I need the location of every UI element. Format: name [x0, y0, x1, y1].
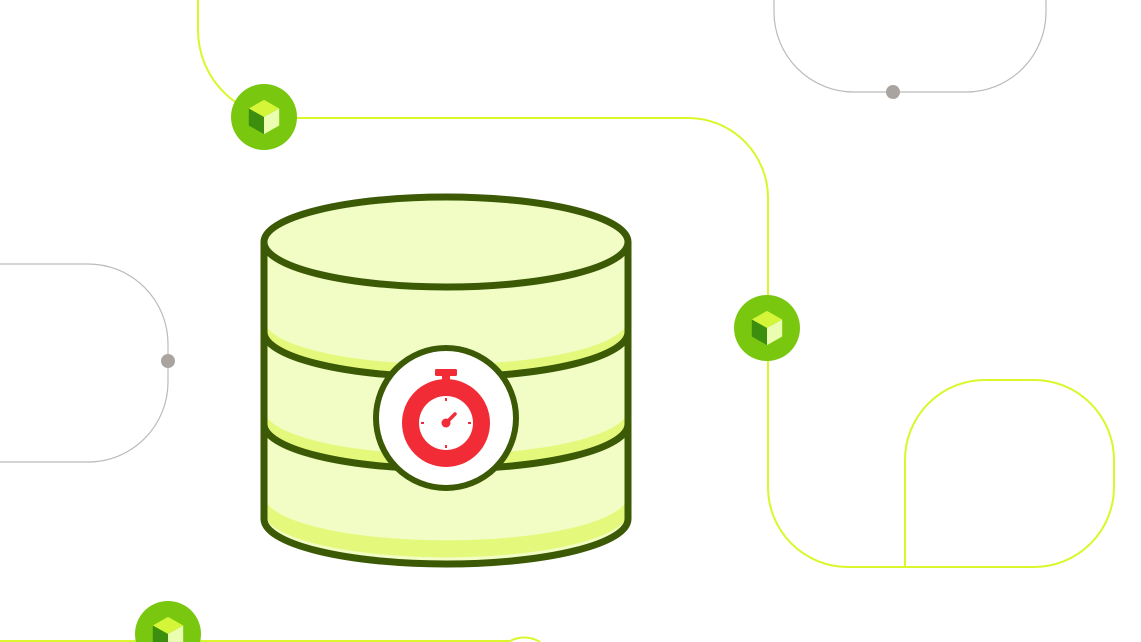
stopwatch-badge	[373, 345, 519, 491]
connector-node-top-right	[886, 85, 900, 99]
cube-badge-top	[231, 84, 297, 150]
connector-bottom	[0, 636, 541, 642]
connector-left	[0, 263, 169, 463]
connector-node-left	[161, 354, 175, 368]
connector-top-right	[773, 0, 1047, 93]
stopwatch-icon	[402, 369, 490, 467]
cube-badge-right	[734, 295, 800, 361]
cube-badge-bottom	[135, 601, 201, 642]
